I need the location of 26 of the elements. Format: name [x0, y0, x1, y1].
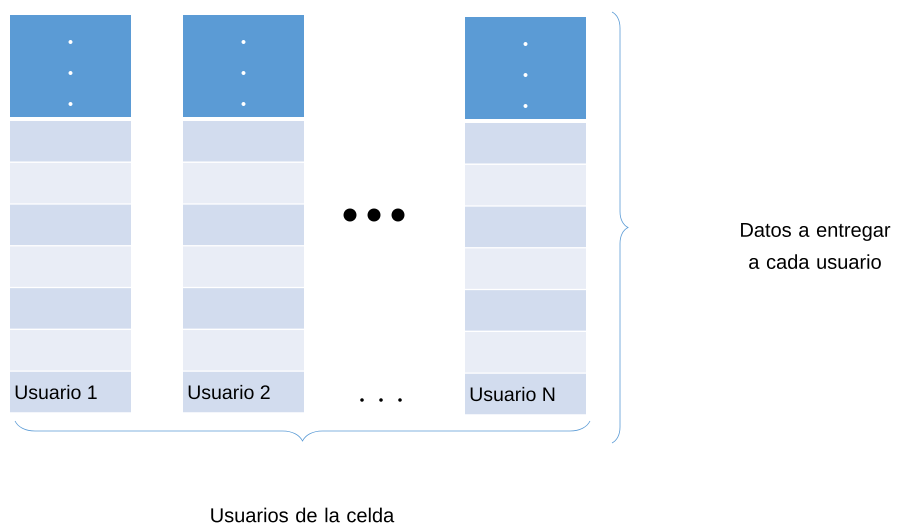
header-block: [183, 15, 304, 117]
table-cell: [465, 290, 586, 331]
table-cell: [183, 120, 304, 162]
annotation-text: Datos a entregar a cada usuario: [741, 223, 890, 269]
user-cell: Usuario N: [465, 374, 586, 414]
table-cell: [465, 248, 586, 289]
table-cell: [183, 162, 304, 204]
table-cell: [183, 330, 304, 370]
table-cell: [10, 162, 131, 204]
table-cell: [465, 122, 586, 164]
table-cell: [10, 246, 131, 287]
table-cell: [465, 206, 586, 248]
header-block: [10, 15, 131, 117]
table-cell: [465, 164, 586, 206]
user-cell: Usuario 2: [183, 372, 304, 412]
table-cell: [183, 246, 304, 287]
header-block: [465, 17, 586, 119]
user-cell: Usuario 1: [10, 372, 131, 412]
table-cell: [10, 204, 131, 246]
table-cell: [465, 332, 586, 372]
annotation-text: Usuarios de la celda: [211, 508, 394, 522]
table-cell: [10, 330, 131, 370]
table-cell: [10, 120, 131, 162]
table-cell: [183, 204, 304, 246]
table-cell: [10, 288, 131, 329]
table-cell: [183, 288, 304, 329]
